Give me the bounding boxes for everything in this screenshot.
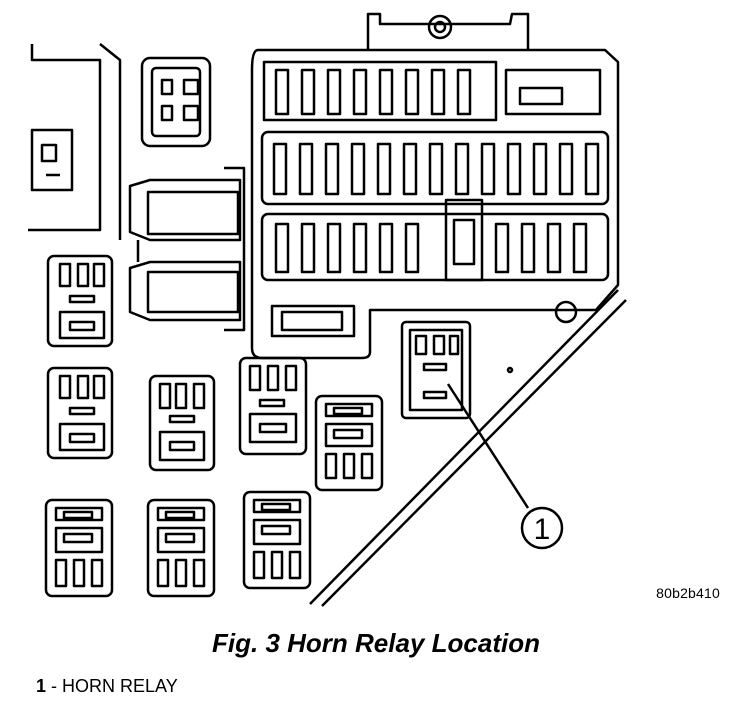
relay-socket-8: [242, 490, 312, 590]
legend-label: HORN RELAY: [62, 676, 178, 696]
fuse-row-top: [262, 60, 602, 122]
fuse-row-bottom: [260, 198, 610, 282]
legend-item: 1 - HORN RELAY: [36, 676, 178, 697]
figure-reference-code: 80b2b410: [656, 585, 720, 601]
callout-circle: [520, 506, 564, 550]
callout-number: 1: [534, 513, 551, 546]
fuse-row-middle: [260, 130, 610, 206]
left-housing: [28, 43, 122, 240]
horn-relay: [400, 320, 472, 420]
top-connector: [140, 56, 212, 148]
relay-socket-5: [314, 394, 384, 492]
relay-socket-4: [238, 356, 308, 456]
figure-caption: Fig. 3 Horn Relay Location: [212, 628, 540, 658]
mounting-tab: [366, 12, 530, 50]
relay-socket-1: [46, 254, 114, 348]
mounting-hole: [554, 300, 578, 324]
relay-socket-2: [46, 366, 114, 460]
relay-socket-6: [44, 498, 114, 598]
panel-edge: [309, 289, 627, 607]
relay-socket-3: [148, 374, 216, 472]
legend-separator: -: [46, 676, 63, 696]
callout-leader: [446, 383, 530, 509]
legend-number: 1: [36, 676, 47, 696]
bottom-connector: [270, 304, 356, 338]
left-relay-cavity: [128, 166, 246, 332]
fuse-block-diagram: 1: [28, 12, 627, 607]
relay-socket-7: [146, 498, 216, 598]
